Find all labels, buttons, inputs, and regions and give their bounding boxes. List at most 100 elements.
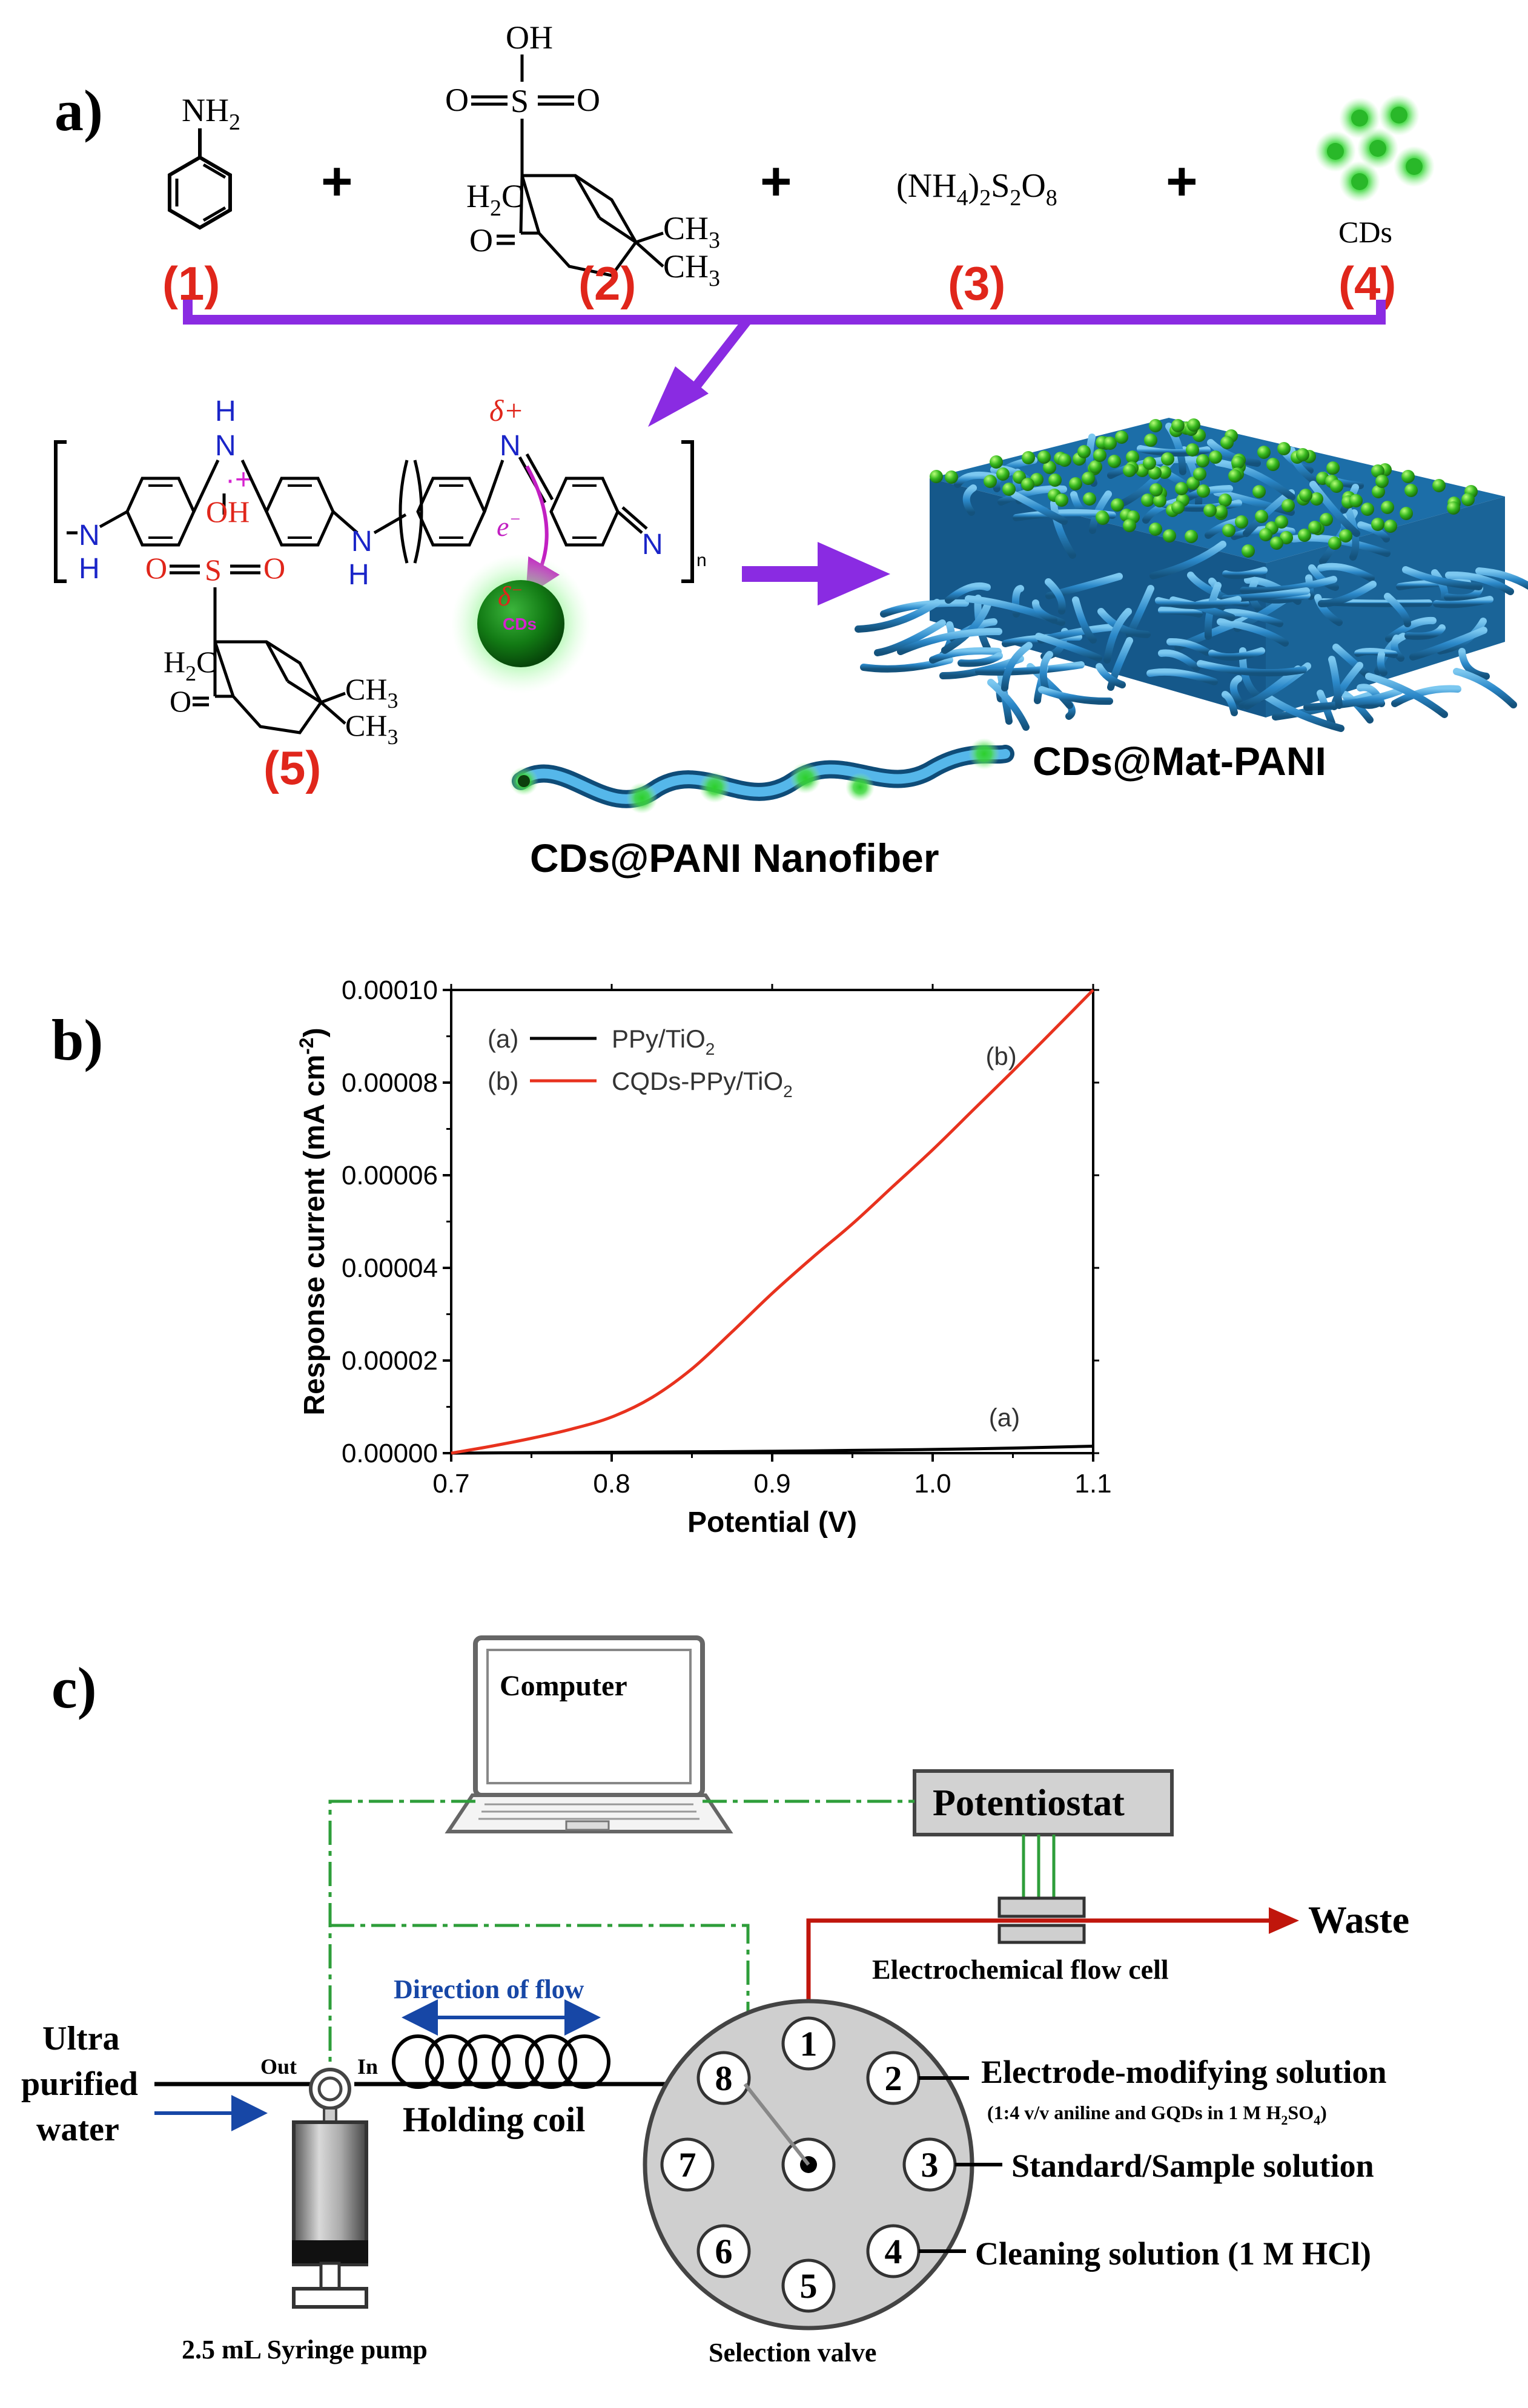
poly-n-top: N <box>215 430 236 462</box>
delta-minus: δ− <box>498 580 523 612</box>
port-4-label: 4 <box>885 2232 902 2271</box>
legend-label: CQDs-PPy/TiO2 <box>612 1067 793 1101</box>
potentiostat-label: Potentiostat <box>933 1783 1125 1824</box>
electrode-solution-label: Electrode-modifying solution <box>981 2054 1387 2090</box>
label-5: (5) <box>263 741 321 794</box>
x-tick-label: 1.0 <box>914 1469 951 1499</box>
x-tick-label: 0.8 <box>593 1469 630 1499</box>
holding-coil-icon <box>392 2034 610 2089</box>
csa-o-left: O <box>445 82 469 118</box>
flow-cell-label: Electrochemical flow cell <box>872 1954 1169 1985</box>
pani-nanofiber-illustration <box>509 738 1014 814</box>
dopant-s: S <box>205 553 222 587</box>
waste-arrow-icon <box>1269 1907 1299 1934</box>
poly-nh-left-h: H <box>79 553 100 585</box>
series-line-ppy-tio2 <box>451 1445 1094 1455</box>
label-2: (2) <box>578 257 636 310</box>
panel-a: a) NH2 + OH O S O H2C <box>54 19 1528 880</box>
y-tick-label: 0.00006 <box>342 1161 438 1190</box>
panel-b-label: b) <box>51 1008 103 1072</box>
port-8-label: 8 <box>715 2059 733 2098</box>
csa-ch3-bottom: CH3 <box>663 248 720 291</box>
y-tick-label: 0.00002 <box>342 1346 438 1376</box>
product-arrow <box>742 542 890 605</box>
panel-a-label: a) <box>55 78 103 143</box>
x-tick-label: 0.9 <box>753 1469 790 1499</box>
cds-label: CDs <box>1338 215 1392 249</box>
holding-coil-label: Holding coil <box>403 2100 585 2139</box>
cds-cluster-icon <box>1315 94 1435 202</box>
computer-label: Computer <box>500 1670 627 1702</box>
dopant-oh: OH <box>206 495 250 529</box>
direction-label: Direction of flow <box>394 1974 584 2004</box>
dopant-o-left: O <box>145 551 167 585</box>
y-tick-label: 0.00000 <box>342 1439 438 1468</box>
aniline-nh2: NH2 <box>182 92 240 135</box>
mat-label: CDs@Mat-PANI <box>1033 739 1326 783</box>
in-label: In <box>357 2054 378 2079</box>
csa-structure: OH O S O H2C O CH3 CH3 <box>445 19 720 291</box>
purified-label: purified <box>21 2065 138 2103</box>
legend-key: (b) <box>488 1067 518 1095</box>
port-3-label: 3 <box>921 2145 939 2185</box>
signal-lines <box>328 1799 914 2074</box>
potentiostat-box <box>913 1769 1174 1836</box>
port-1-label: 1 <box>800 2024 818 2063</box>
plus-sign-1: + <box>321 151 353 212</box>
y-tick-label: 0.00008 <box>342 1068 438 1098</box>
csa-h2c: H2C <box>466 178 523 221</box>
plus-sign-2: + <box>760 151 792 212</box>
dopant-o-right: O <box>263 551 285 585</box>
csa-ketone-o: O <box>469 222 493 259</box>
ultra-label: Ultra <box>42 2020 120 2057</box>
csa-oh: OH <box>506 19 553 56</box>
label-4: (4) <box>1338 257 1396 310</box>
port-1 <box>781 2016 836 2071</box>
electrode-detail-label: (1:4 v/v aniline and GQDs in 1 M H2SO4) <box>987 2102 1327 2128</box>
subscript-n: n <box>696 550 707 570</box>
y-tick-label: 0.00010 <box>342 975 438 1005</box>
csa-s: S <box>511 83 529 119</box>
series-line-cqds-ppy-tio2 <box>451 989 1094 1455</box>
port-6-label: 6 <box>715 2232 733 2271</box>
dopant-h2c: H2C <box>164 645 216 685</box>
valve-label: Selection valve <box>709 2338 876 2367</box>
x-tick-label: 0.7 <box>432 1469 469 1499</box>
radical-cation: ·+ <box>225 464 252 496</box>
aniline-structure: NH2 <box>168 92 240 230</box>
delta-plus: δ+ <box>489 394 524 427</box>
standard-solution-label: Standard/Sample solution <box>1011 2148 1374 2184</box>
reaction-arrow-head <box>648 366 709 427</box>
pani-structure: n N H H N ·+ N H <box>54 394 707 794</box>
port-5-label: 5 <box>800 2266 818 2306</box>
port-8 <box>696 2051 751 2105</box>
x-tick-label: 1.1 <box>1074 1469 1111 1499</box>
legend-label: PPy/TiO2 <box>612 1024 715 1058</box>
electron-label: e− <box>497 509 521 542</box>
cleaning-solution-label: Cleaning solution (1 M HCl) <box>975 2235 1371 2272</box>
dopant-ch3-top: CH3 <box>345 672 398 713</box>
dopant-ketone-o: O <box>170 684 191 718</box>
poly-n-right: N <box>642 529 663 561</box>
reaction-bracket <box>183 300 1386 397</box>
response-chart: 0.7 0.8 0.9 1.0 1.1 0.00000 0.00002 0.00004 0.00… <box>296 975 1112 1539</box>
y-tick-label: 0.00004 <box>342 1253 438 1283</box>
computer-icon <box>445 1635 733 1833</box>
plus-sign-3: + <box>1166 151 1198 212</box>
curve-label-a: (a) <box>989 1404 1020 1432</box>
port-5 <box>781 2258 836 2313</box>
poly-nh-mid-n: N <box>351 526 372 558</box>
curve-label-b: (b) <box>985 1042 1016 1070</box>
cd-sphere-label: CDs <box>503 615 537 633</box>
waste-line <box>806 1918 1269 2022</box>
flow-cell <box>997 1896 1086 1944</box>
aps-formula: (NH4)2S2O8 <box>896 167 1057 211</box>
port-6 <box>696 2224 751 2278</box>
water-label: water <box>36 2111 119 2148</box>
port-7 <box>660 2137 715 2192</box>
legend-key: (a) <box>488 1024 518 1053</box>
dopant-ch3-bottom: CH3 <box>345 708 398 749</box>
port-7-label: 7 <box>679 2145 696 2185</box>
